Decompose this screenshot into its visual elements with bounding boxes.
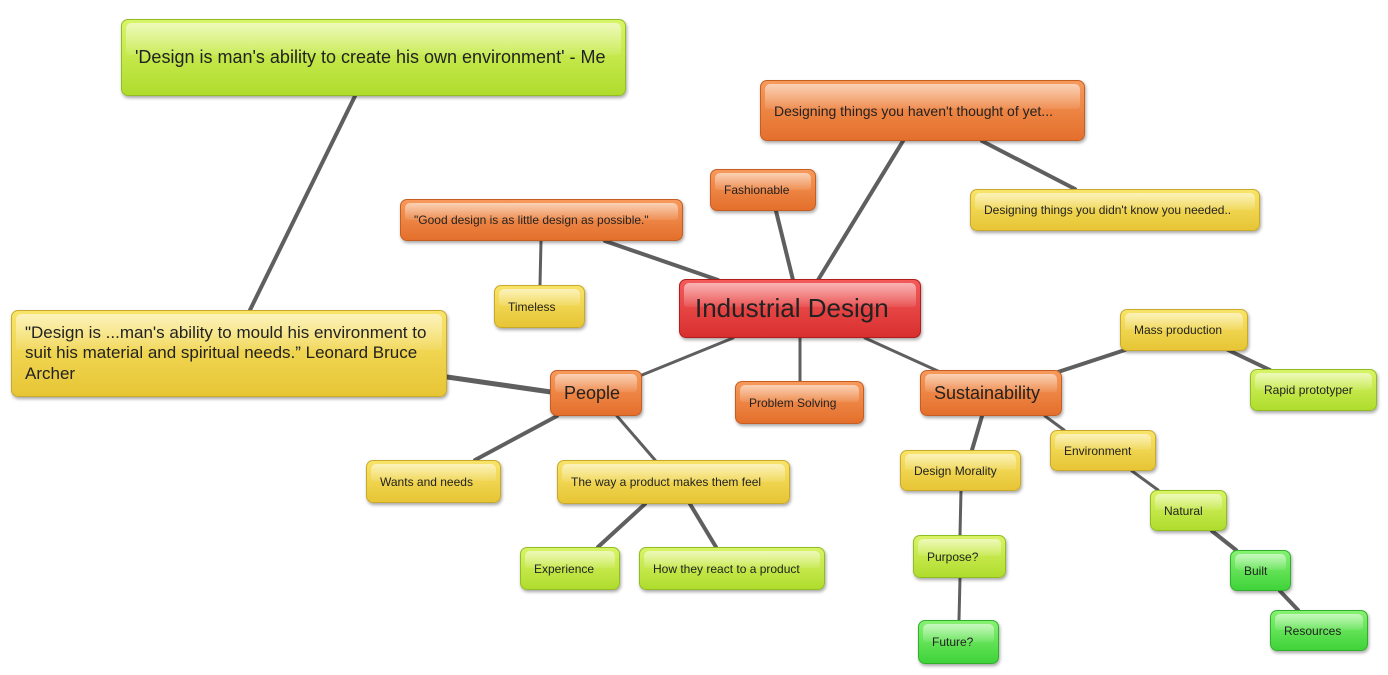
node-label: Fashionable xyxy=(724,183,790,197)
node-experience[interactable]: Experience xyxy=(520,547,620,590)
node-label: Future? xyxy=(932,635,974,649)
node-label: Rapid prototyper xyxy=(1264,383,1353,397)
node-label: "Design is ...man's ability to mould his… xyxy=(25,322,427,383)
node-people[interactable]: People xyxy=(550,370,642,416)
node-label: 'Design is man's ability to create his o… xyxy=(135,46,606,67)
node-quote-archer[interactable]: "Design is ...man's ability to mould his… xyxy=(11,310,447,397)
node-label: Problem Solving xyxy=(749,395,837,410)
node-quote-me[interactable]: 'Design is man's ability to create his o… xyxy=(121,19,626,96)
node-built[interactable]: Built xyxy=(1230,550,1291,591)
node-problem-solving[interactable]: Problem Solving xyxy=(735,381,864,424)
node-label: Sustainability xyxy=(934,382,1041,403)
node-label: Resources xyxy=(1284,623,1342,638)
node-future[interactable]: Future? xyxy=(918,620,999,664)
node-resources[interactable]: Resources xyxy=(1270,610,1368,651)
node-label: Timeless xyxy=(508,299,556,314)
node-designing-not-thought[interactable]: Designing things you haven't thought of … xyxy=(760,80,1085,141)
node-how-react[interactable]: How they react to a product xyxy=(639,547,825,590)
node-label: Wants and needs xyxy=(380,474,473,489)
node-environment[interactable]: Environment xyxy=(1050,430,1156,471)
node-label: Mass production xyxy=(1134,323,1223,337)
node-label: Designing things you didn't know you nee… xyxy=(984,203,1232,217)
node-designing-not-know[interactable]: Designing things you didn't know you nee… xyxy=(970,189,1260,231)
node-label: Designing things you haven't thought of … xyxy=(774,102,1053,119)
node-label: Natural xyxy=(1164,503,1203,518)
node-wants-needs[interactable]: Wants and needs xyxy=(366,460,501,503)
node-design-morality[interactable]: Design Morality xyxy=(900,450,1021,491)
node-label: Built xyxy=(1244,563,1268,578)
node-sustainability[interactable]: Sustainability xyxy=(920,370,1062,416)
node-fashionable[interactable]: Fashionable xyxy=(710,169,816,211)
node-label: Purpose? xyxy=(927,549,979,564)
node-label: The way a product makes them feel xyxy=(571,475,762,489)
node-label: How they react to a product xyxy=(653,561,800,576)
node-timeless[interactable]: Timeless xyxy=(494,285,585,328)
node-natural[interactable]: Natural xyxy=(1150,490,1227,531)
node-label: Design Morality xyxy=(914,463,997,478)
central-topic-label: Industrial Design xyxy=(695,293,889,323)
node-mass-production[interactable]: Mass production xyxy=(1120,309,1248,351)
node-label: Environment xyxy=(1064,443,1132,458)
node-label: People xyxy=(564,382,621,403)
node-rapid-prototyper[interactable]: Rapid prototyper xyxy=(1250,369,1377,411)
node-purpose[interactable]: Purpose? xyxy=(913,535,1006,578)
node-way-product[interactable]: The way a product makes them feel xyxy=(557,460,790,504)
node-label: "Good design is as little design as poss… xyxy=(414,213,649,227)
node-industrial-design[interactable]: Industrial Design xyxy=(679,279,921,338)
node-label: Experience xyxy=(534,561,595,576)
node-good-design[interactable]: "Good design is as little design as poss… xyxy=(400,199,683,241)
